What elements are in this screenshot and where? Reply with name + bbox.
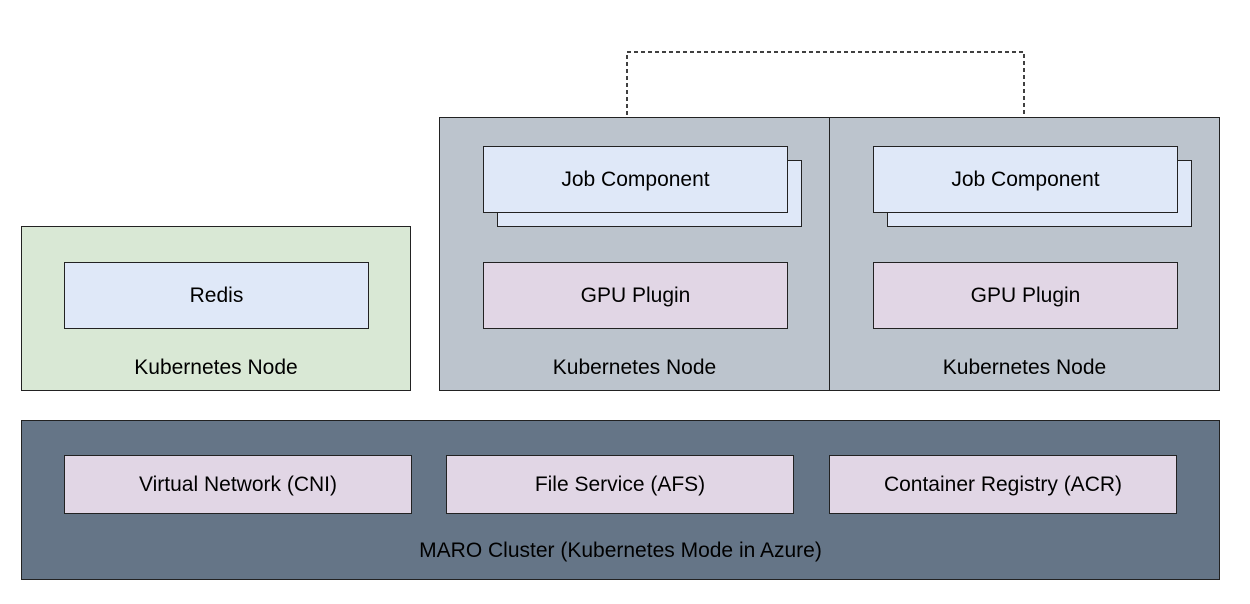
virtual-network-service: Virtual Network (CNI) bbox=[64, 455, 412, 514]
redis-node-label: Kubernetes Node bbox=[134, 356, 298, 379]
redis-label: Redis bbox=[189, 283, 244, 307]
cluster-label: MARO Cluster (Kubernetes Mode in Azure) bbox=[419, 539, 822, 562]
container-registry-label: Container Registry (ACR) bbox=[883, 472, 1123, 496]
job-component-2: Job Component bbox=[873, 146, 1178, 213]
maro-cluster: Virtual Network (CNI) File Service (AFS)… bbox=[21, 420, 1220, 580]
file-service: File Service (AFS) bbox=[446, 455, 794, 514]
job-component-label: Job Component bbox=[951, 167, 1100, 191]
gpu-node-2-label: Kubernetes Node bbox=[942, 356, 1107, 379]
gpu-kubernetes-node-2: Job Component GPU Plugin Kubernetes Node bbox=[829, 117, 1220, 391]
gpu-node-1-label: Kubernetes Node bbox=[552, 356, 717, 379]
job-component-label: Job Component bbox=[561, 167, 710, 191]
dashed-connector-line bbox=[622, 51, 1029, 143]
gpu-plugin-2: GPU Plugin bbox=[873, 262, 1178, 329]
redis-component: Redis bbox=[64, 262, 369, 329]
file-service-label: File Service (AFS) bbox=[534, 472, 706, 496]
gpu-plugin-1: GPU Plugin bbox=[483, 262, 788, 329]
gpu-kubernetes-node-1: Job Component GPU Plugin Kubernetes Node bbox=[439, 117, 830, 391]
gpu-plugin-label: GPU Plugin bbox=[580, 283, 691, 307]
job-component-1: Job Component bbox=[483, 146, 788, 213]
gpu-plugin-label: GPU Plugin bbox=[970, 283, 1081, 307]
redis-kubernetes-node: Redis Kubernetes Node bbox=[21, 226, 411, 391]
container-registry-service: Container Registry (ACR) bbox=[829, 455, 1177, 514]
virtual-network-label: Virtual Network (CNI) bbox=[139, 472, 337, 496]
